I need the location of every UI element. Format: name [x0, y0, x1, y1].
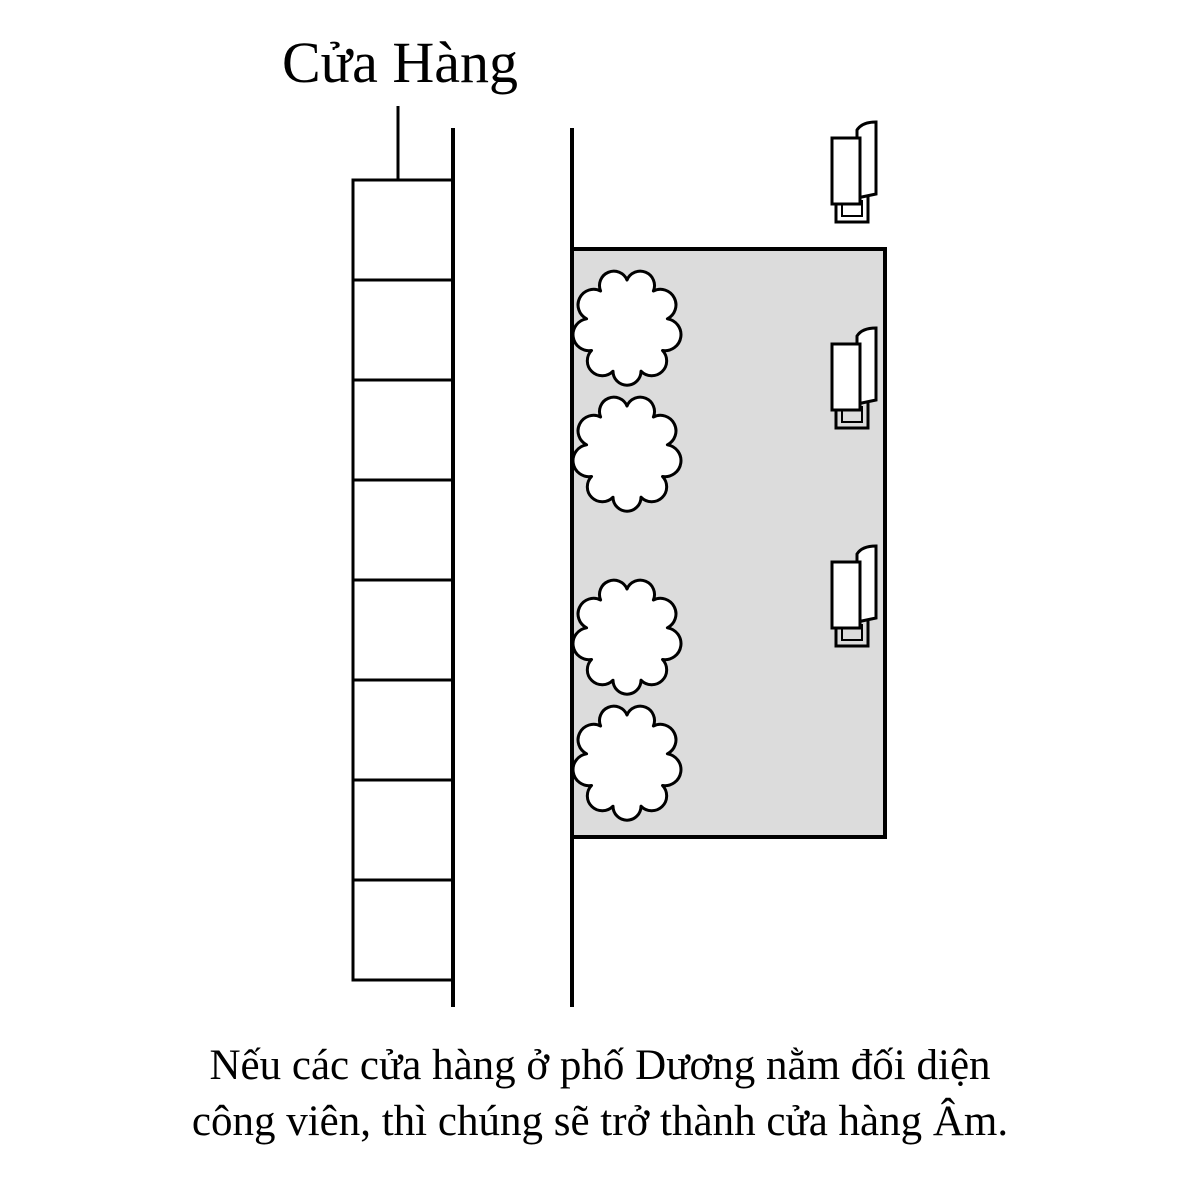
store-2 — [351, 278, 455, 382]
tree-group — [571, 269, 683, 822]
store-8 — [351, 878, 455, 982]
caption: Nếu các cửa hàng ở phố Dương nằm đối diệ… — [60, 1038, 1140, 1150]
store-7 — [351, 778, 455, 882]
tree-icon — [571, 578, 683, 696]
store-6 — [351, 678, 455, 782]
bench-icon — [830, 326, 878, 430]
tree-icon — [571, 704, 683, 822]
bench-group — [830, 120, 878, 648]
caption-line-2: công viên, thì chúng sẽ trở thành cửa hà… — [191, 1098, 1009, 1145]
store-3 — [351, 378, 455, 482]
store-label: Cửa Hàng — [282, 30, 518, 95]
store-1 — [351, 178, 455, 282]
tree-icon — [571, 269, 683, 387]
bench-icon — [830, 120, 878, 224]
store-row — [351, 178, 455, 982]
tree-icon — [571, 395, 683, 513]
store-4 — [351, 478, 455, 582]
caption-line-1: Nếu các cửa hàng ở phố Dương nằm đối diệ… — [209, 1042, 991, 1089]
bench-icon — [830, 544, 878, 648]
store-5 — [351, 578, 455, 682]
